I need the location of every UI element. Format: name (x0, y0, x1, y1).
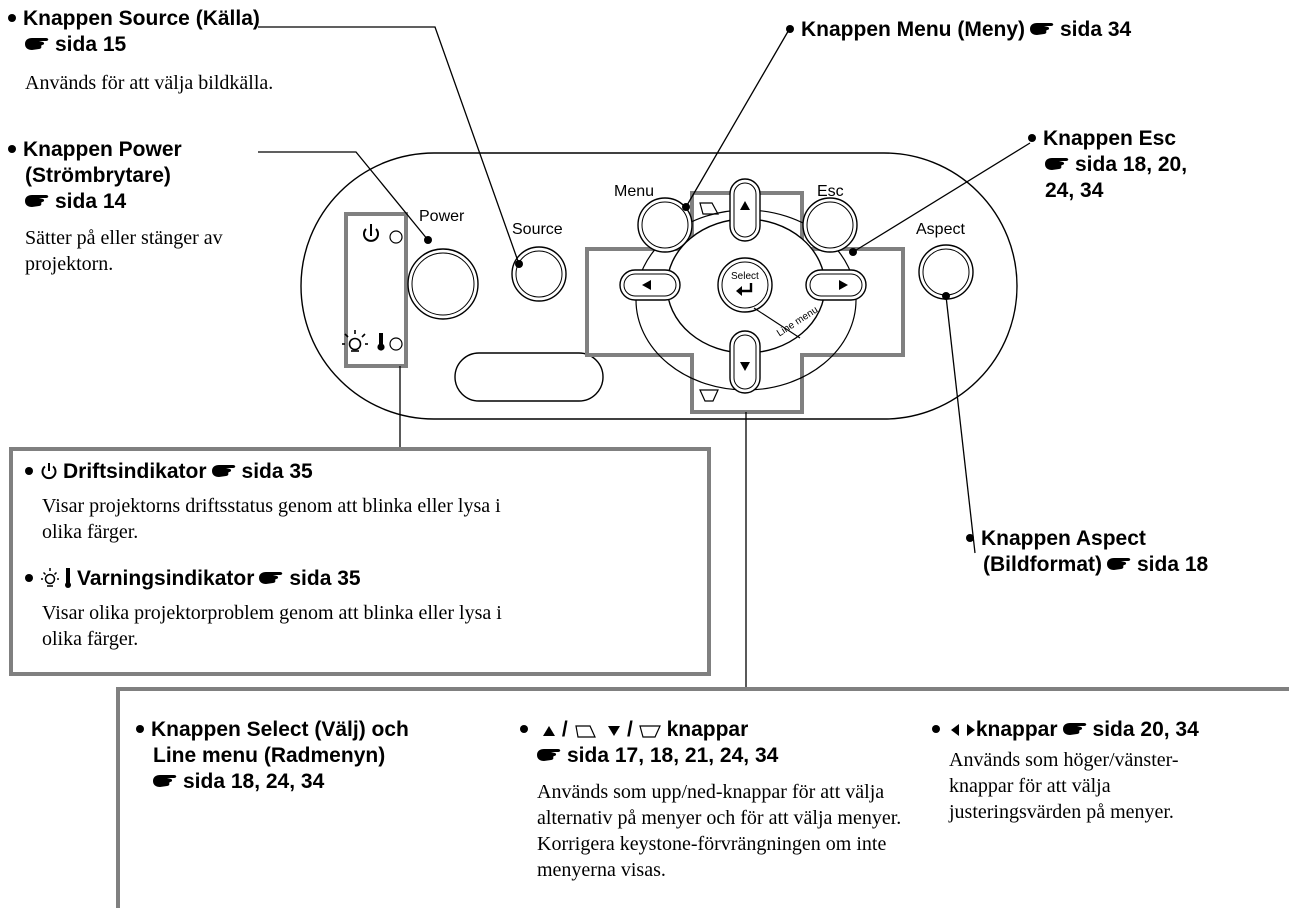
power-button-outer (407, 248, 479, 320)
esc-ref-2: 24, 34 (1045, 179, 1104, 202)
updown-sep-1: / (561, 718, 568, 741)
callout-leftright: knappar sida 20, 34 Används som höger/vän… (932, 717, 1289, 825)
keystone-up-icon (574, 725, 596, 738)
aspect-label: Aspect (916, 221, 965, 238)
esc-title: Knappen Esc (1043, 127, 1177, 150)
bullet (8, 13, 16, 22)
leftright-desc-2: knappar för att välja (949, 775, 1111, 797)
warning-desc-2: olika färger. (42, 628, 139, 650)
pointing-hand-icon (536, 748, 562, 762)
left-arrow-icon (951, 724, 959, 736)
power-desc-1: Sätter på eller stänger av (25, 227, 223, 249)
thermometer-icon (377, 333, 385, 351)
aspect-ref: sida 18 (1137, 553, 1209, 576)
aspect-title-2: (Bildformat) (983, 553, 1102, 576)
pointing-hand-icon (1029, 22, 1055, 36)
updown-desc-2: alternativ på menyer och för att välja m… (537, 807, 902, 829)
menu-button (637, 197, 693, 253)
callout-power: Knappen Power (Strömbrytare) sida 14 Sät… (8, 137, 223, 277)
pointing-hand-icon (1044, 157, 1070, 171)
warning-title: Varningsindikator (77, 567, 255, 590)
leftright-title: knappar (975, 718, 1058, 741)
esc-label: Esc (817, 183, 844, 200)
operation-indicator-entry: Driftsindikator sida 35 Visar projektorns… (25, 459, 501, 545)
indicator-description-box: Driftsindikator sida 35 Visar projektorns… (9, 447, 711, 676)
panel-outline (300, 152, 1018, 420)
updown-ref: sida 17, 18, 21, 24, 34 (567, 744, 779, 767)
updown-suffix: knappar (666, 718, 749, 741)
updown-desc-1: Används som upp/ned-knappar för att välj… (537, 781, 885, 803)
keystone-down-icon (699, 389, 719, 402)
pointing-hand-icon (24, 194, 50, 208)
source-desc: Används för att välja bildkälla. (25, 72, 274, 94)
power-button-inner (411, 252, 475, 316)
select-button (717, 257, 773, 313)
aspect-title-1: Knappen Aspect (981, 527, 1146, 550)
source-button-outer (511, 246, 567, 302)
callout-source: Knappen Source (Källa) sida 15 Används f… (8, 6, 273, 96)
indicator-frame (344, 212, 408, 368)
operation-title: Driftsindikator (63, 460, 207, 483)
updown-desc-4: menyerna visas. (537, 859, 666, 881)
power-ref: sida 14 (55, 190, 127, 213)
esc-ref-1: sida 18, 20, (1075, 153, 1188, 176)
source-ref: sida 15 (55, 33, 127, 56)
leader-lines (258, 26, 1031, 689)
power-symbol-icon (41, 463, 57, 480)
operation-ref: sida 35 (241, 460, 313, 483)
callout-updown: / / knappar sida 17, 18, 21, 24, 34 Anvä… (520, 717, 901, 883)
power-title-1: Knappen Power (23, 138, 182, 161)
keystone-down-icon (638, 725, 661, 738)
power-led (389, 230, 403, 244)
receiver-window (454, 352, 604, 402)
updown-sep-2: / (627, 718, 633, 741)
select-title-1: Knappen Select (Välj) och (151, 718, 409, 741)
pointing-hand-icon (1062, 722, 1088, 736)
menu-title: Knappen Menu (Meny) (801, 18, 1025, 41)
leftright-desc-1: Används som höger/vänster- (949, 749, 1179, 771)
power-desc-2: projektorn. (25, 253, 114, 275)
callout-esc: Knappen Esc sida 18, 20, 24, 34 (1028, 126, 1187, 204)
keystone-up-icon (699, 202, 720, 215)
updown-desc-3: Korrigera keystone-förvrängningen om int… (537, 833, 887, 855)
esc-button (802, 197, 858, 253)
up-arrow-icon (543, 726, 555, 736)
source-title: Knappen Source (Källa) (23, 7, 260, 30)
callout-menu: Knappen Menu (Meny) sida 34 (786, 17, 1131, 43)
source-label: Source (512, 221, 563, 238)
power-title-2: (Strömbrytare) (25, 164, 171, 187)
warning-desc-1: Visar olika projektorproblem genom att b… (42, 602, 502, 624)
warning-led (389, 337, 403, 351)
callout-aspect: Knappen Aspect (Bildformat) sida 18 (966, 526, 1208, 578)
menu-ref: sida 34 (1060, 18, 1132, 41)
select-label: Select (731, 271, 759, 282)
pointing-hand-icon (152, 774, 178, 788)
leftright-ref: sida 20, 34 (1092, 718, 1199, 741)
leftright-desc-3: justeringsvärden på menyer. (949, 801, 1174, 823)
operation-desc-2: olika färger. (42, 521, 139, 543)
power-label: Power (419, 208, 465, 225)
menu-label: Menu (614, 183, 655, 200)
aspect-button (918, 244, 974, 300)
select-ref: sida 18, 24, 34 (183, 770, 325, 793)
warning-indicator-entry: Varningsindikator sida 35 Visar olika pro… (25, 566, 502, 652)
right-arrow-icon (966, 724, 975, 736)
pointing-hand-icon (24, 37, 50, 51)
warning-ref: sida 35 (289, 567, 361, 590)
select-title-2: Line menu (Radmenyn) (153, 744, 386, 767)
lamp-indicator-icon (342, 330, 368, 352)
down-arrow-icon (608, 726, 621, 736)
pointing-hand-icon (211, 464, 237, 478)
power-indicator-icon (363, 224, 379, 242)
pointing-hand-icon (258, 571, 284, 585)
pointing-hand-icon (1106, 557, 1132, 571)
operation-desc-1: Visar projektorns driftsstatus genom att… (42, 495, 501, 517)
lamp-thermometer-icon (41, 568, 71, 588)
right-button (805, 269, 867, 301)
callout-select: Knappen Select (Välj) och Line menu (Rad… (136, 717, 409, 795)
